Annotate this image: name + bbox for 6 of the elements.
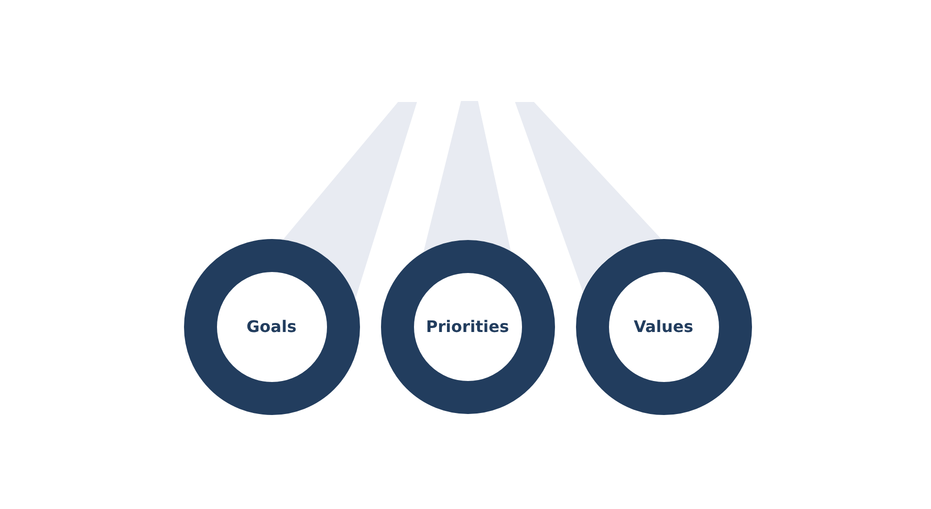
node-label: Priorities xyxy=(426,317,509,337)
light-beam xyxy=(424,101,511,252)
light-beam xyxy=(515,102,662,292)
node-label: Values xyxy=(634,317,694,337)
node-label: Goals xyxy=(246,317,296,337)
light-beam xyxy=(282,102,417,300)
